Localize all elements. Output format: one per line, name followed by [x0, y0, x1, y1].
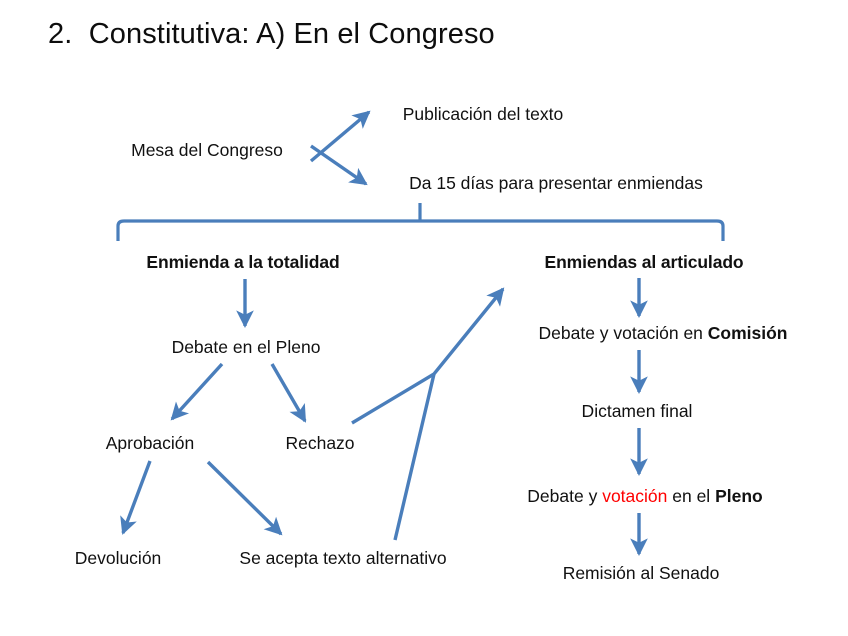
- node-enmienda-a-la-totalidad: Enmienda a la totalidad: [146, 251, 340, 272]
- edge-aprobacion-to-alternativo: [206, 460, 283, 536]
- node-publicacion-del-texto: Publicación del texto: [402, 103, 564, 124]
- edge-pleno-to-rechazo: [270, 363, 307, 423]
- edge-aprobacion-to-devolucion: [120, 460, 152, 535]
- plenovot-text-emphasis: Pleno: [715, 485, 763, 506]
- node-debate-en-el-pleno: Debate en el Pleno: [171, 336, 321, 357]
- edge-mesa-to-publicacion: [309, 110, 371, 163]
- plenovot-text-highlight: votación: [602, 485, 668, 506]
- node-rechazo: Rechazo: [285, 432, 355, 453]
- node-da-15-dias: Da 15 días para presentar enmiendas: [409, 172, 703, 193]
- node-dictamen-final: Dictamen final: [581, 400, 693, 421]
- node-debate-votacion-comision: Debate y votación en Comisión: [538, 323, 787, 343]
- node-devolucion: Devolución: [74, 547, 162, 568]
- node-debate-votacion-pleno: Debate y votación en el Pleno: [527, 486, 762, 506]
- node-remision-al-senado: Remisión al Senado: [562, 562, 720, 583]
- edge-rechazo-to-articulado: [351, 287, 505, 425]
- node-enmiendas-al-articulado: Enmiendas al articulado: [544, 251, 744, 272]
- node-aprobacion: Aprobación: [105, 432, 195, 453]
- split-bracket: [116, 203, 725, 241]
- comision-text-prefix: Debate y votación en: [538, 322, 708, 343]
- edge-alternativo-to-articulado: [393, 373, 436, 541]
- node-mesa-del-congreso: Mesa del Congreso: [131, 139, 283, 160]
- comision-text-emphasis: Comisión: [707, 322, 788, 343]
- plenovot-text-prefix: Debate y: [527, 485, 603, 506]
- node-se-acepta-texto-alternativo: Se acepta texto alternativo: [239, 547, 447, 568]
- page-title: 2. Constitutiva: A) En el Congreso: [48, 18, 495, 50]
- edge-pleno-to-aprobacion: [170, 362, 224, 421]
- plenovot-text-middle: en el: [667, 485, 716, 506]
- edge-mesa-to-plazo: [310, 144, 368, 186]
